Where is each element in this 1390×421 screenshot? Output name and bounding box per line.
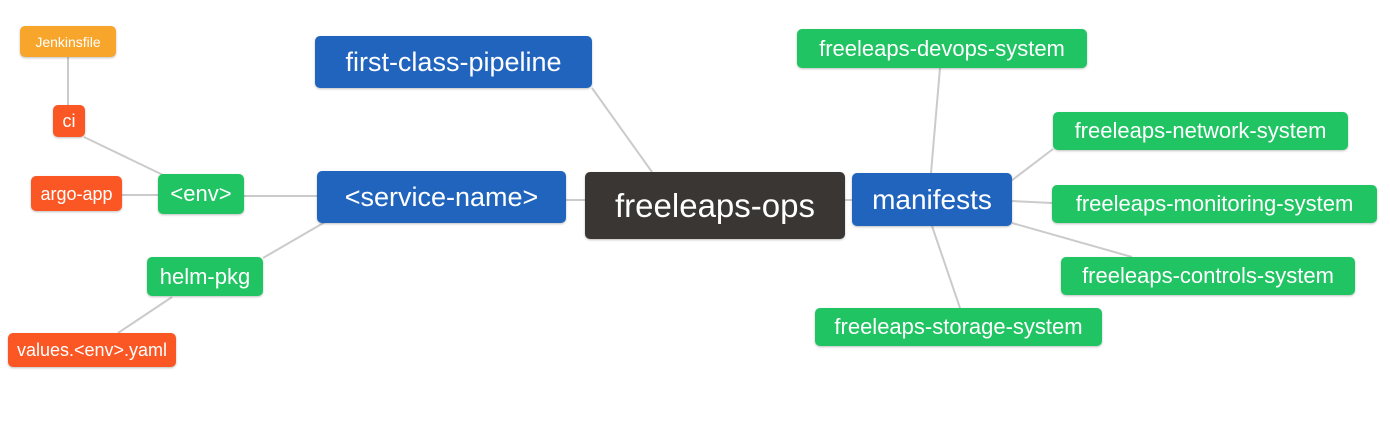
connector-ci-to-env xyxy=(83,136,164,176)
mindmap-node-values-env-yaml[interactable]: values.<env>.yaml xyxy=(8,333,176,367)
mindmap-node-monitoring-system[interactable]: freeleaps-monitoring-system xyxy=(1052,185,1377,223)
connector-manifests-to-network-system xyxy=(1010,148,1054,182)
mindmap-node-ci[interactable]: ci xyxy=(53,105,85,137)
mindmap-node-freeleaps-ops[interactable]: freeleaps-ops xyxy=(585,172,845,239)
mindmap-node-service-name[interactable]: <service-name> xyxy=(317,171,566,223)
connector-first-class-pipeline-to-freeleaps-ops xyxy=(591,87,653,173)
mindmap-node-controls-system[interactable]: freeleaps-controls-system xyxy=(1061,257,1355,295)
mindmap-node-env[interactable]: <env> xyxy=(158,174,244,214)
connector-manifests-to-controls-system xyxy=(1011,222,1133,258)
connector-helm-pkg-to-service-name xyxy=(262,221,326,259)
mindmap-node-manifests[interactable]: manifests xyxy=(852,173,1012,226)
mindmap-node-jenkinsfile[interactable]: Jenkinsfile xyxy=(20,26,116,57)
mindmap-node-argo-app[interactable]: argo-app xyxy=(31,176,122,211)
mindmap-node-network-system[interactable]: freeleaps-network-system xyxy=(1053,112,1348,150)
connector-manifests-to-devops-system xyxy=(930,67,941,174)
mindmap-node-devops-system[interactable]: freeleaps-devops-system xyxy=(797,29,1087,68)
mindmap-node-first-class-pipeline[interactable]: first-class-pipeline xyxy=(315,36,592,88)
connector-manifests-to-storage-system xyxy=(931,225,961,309)
mindmap-node-storage-system[interactable]: freeleaps-storage-system xyxy=(815,308,1102,346)
mindmap-node-helm-pkg[interactable]: helm-pkg xyxy=(147,257,263,296)
connector-manifests-to-monitoring-system xyxy=(1011,200,1053,204)
connector-values-env-yaml-to-helm-pkg xyxy=(117,296,173,334)
